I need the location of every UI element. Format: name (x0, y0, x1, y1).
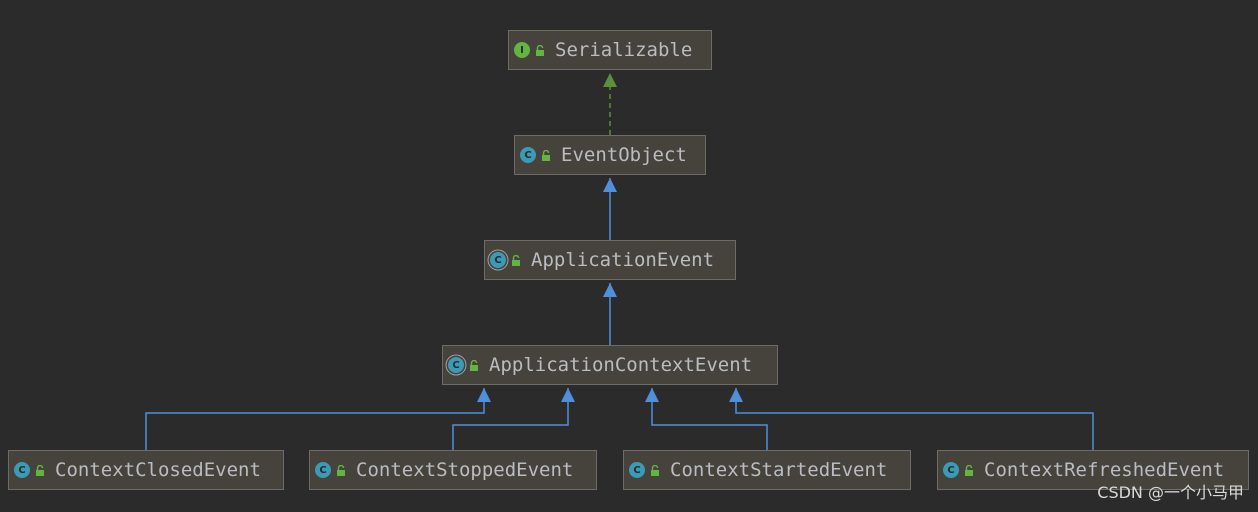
node-label-contextrefreshedevent: ContextRefreshedEvent (984, 459, 1225, 481)
node-label-eventobject: EventObject (561, 144, 687, 166)
abstract-class-icon: C (490, 252, 506, 268)
node-serializable[interactable]: I Serializable (508, 30, 712, 70)
node-label-contextclosedevent: ContextClosedEvent (55, 459, 261, 481)
lock-icon (337, 464, 345, 476)
class-icon: C (943, 462, 959, 478)
lock-icon (536, 44, 544, 56)
node-eventobject[interactable]: C EventObject (514, 135, 706, 175)
node-label-contextstoppedevent: ContextStoppedEvent (356, 459, 574, 481)
class-icon: C (14, 462, 30, 478)
lock-icon (36, 464, 44, 476)
node-contextrefreshedevent[interactable]: C ContextRefreshedEvent (937, 450, 1249, 490)
node-label-contextstartedevent: ContextStartedEvent (670, 459, 888, 481)
node-label-serializable: Serializable (555, 39, 693, 61)
node-applicationcontextevent[interactable]: C ApplicationContextEvent (442, 345, 778, 385)
node-applicationevent[interactable]: C ApplicationEvent (484, 240, 736, 280)
edge-contextstoppedevent-extends-applicationcontextevent (452, 388, 575, 450)
edge-contextstartedevent-extends-applicationcontextevent (645, 388, 768, 450)
lock-icon (965, 464, 973, 476)
node-label-applicationevent: ApplicationEvent (531, 249, 715, 271)
lock-icon (470, 359, 478, 371)
node-contextstartedevent[interactable]: C ContextStartedEvent (623, 450, 911, 490)
class-icon: C (520, 147, 536, 163)
lock-icon (512, 254, 520, 266)
lock-icon (651, 464, 659, 476)
class-icon: C (315, 462, 331, 478)
edge-contextclosedevent-extends-applicationcontextevent (145, 388, 491, 450)
node-contextstoppedevent[interactable]: C ContextStoppedEvent (309, 450, 597, 490)
node-label-applicationcontextevent: ApplicationContextEvent (489, 354, 753, 376)
node-contextclosedevent[interactable]: C ContextClosedEvent (8, 450, 284, 490)
interface-icon: I (514, 42, 530, 58)
class-icon: C (629, 462, 645, 478)
edge-contextrefreshedevent-extends-applicationcontextevent (729, 388, 1094, 450)
watermark: CSDN @一个小马甲 (1097, 483, 1244, 502)
lock-icon (542, 149, 550, 161)
abstract-class-icon: C (448, 357, 464, 373)
